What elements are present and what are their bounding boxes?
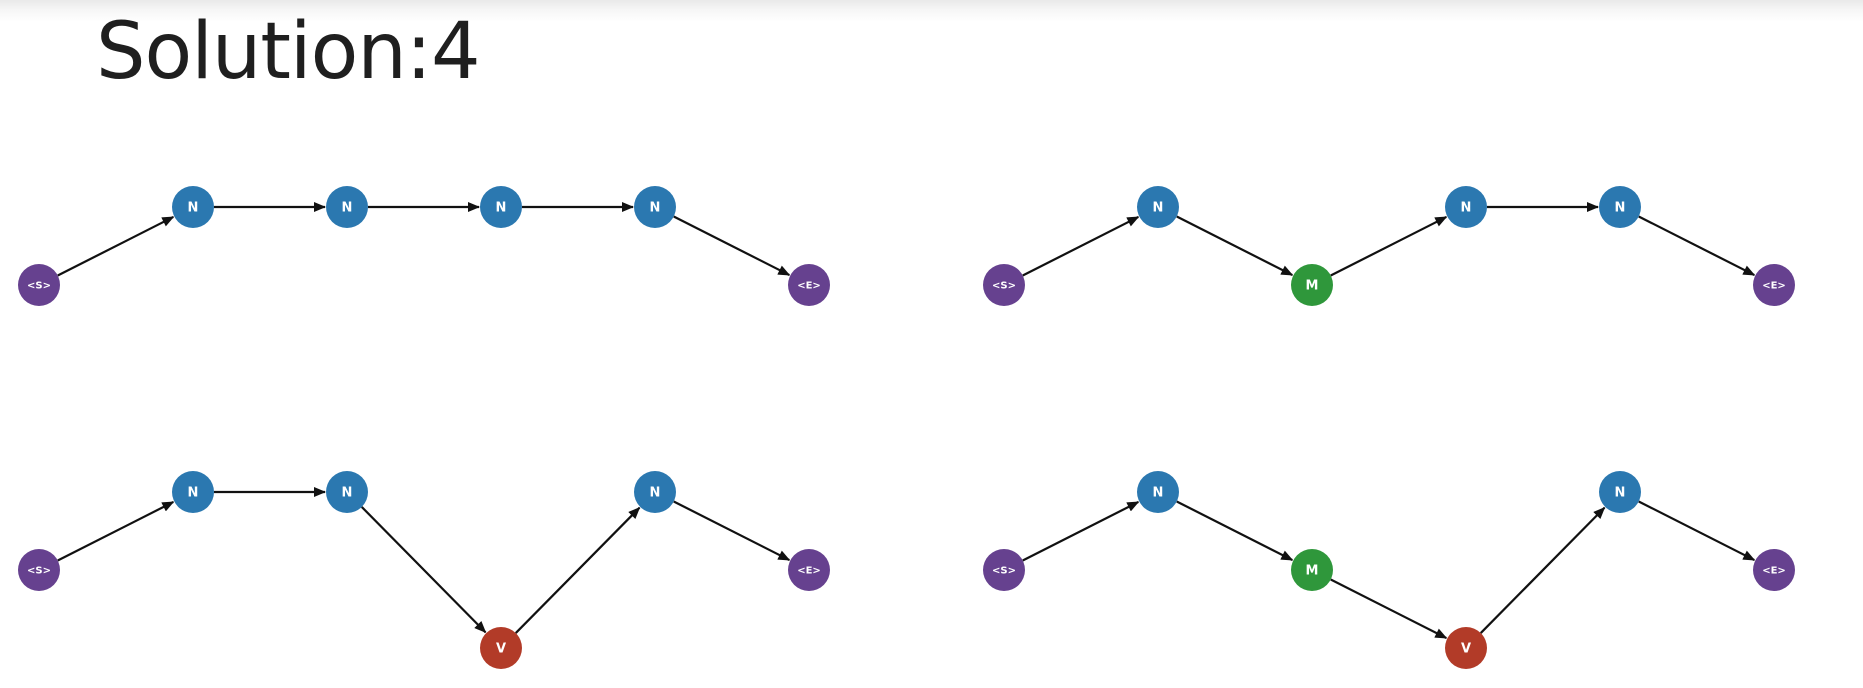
- node-label: <S>: [992, 566, 1016, 577]
- edge-arrow: [1022, 500, 1140, 562]
- node-circle: [18, 264, 60, 306]
- node-circle: [480, 186, 522, 228]
- node-label: N: [650, 201, 661, 216]
- node-circle: [788, 264, 830, 306]
- node-end: <E>: [1753, 264, 1795, 306]
- node-label: N: [188, 201, 199, 216]
- node-circle: [1599, 186, 1641, 228]
- node-circle: [1291, 264, 1333, 306]
- node-end: <E>: [788, 549, 830, 591]
- node-label: N: [342, 486, 353, 501]
- node-end: <E>: [1753, 549, 1795, 591]
- node-n: N: [172, 186, 214, 228]
- node-circle: [983, 549, 1025, 591]
- node-circle: [983, 264, 1025, 306]
- slide-title: Solution:4: [96, 7, 481, 97]
- edge-arrow: [673, 500, 791, 562]
- node-label: <E>: [1762, 281, 1786, 292]
- edge-arrow: [1638, 215, 1756, 277]
- path-1: <S> N N N N <E>: [18, 186, 830, 306]
- node-v: V: [480, 627, 522, 669]
- node-circle: [1445, 627, 1487, 669]
- node-label: <E>: [797, 566, 821, 577]
- node-label: V: [496, 642, 506, 657]
- node-circle: [1137, 471, 1179, 513]
- node-start: <S>: [983, 549, 1025, 591]
- node-label: <S>: [27, 566, 51, 577]
- node-label: <E>: [1762, 566, 1786, 577]
- node-start: <S>: [18, 264, 60, 306]
- node-m: M: [1291, 264, 1333, 306]
- node-label: N: [188, 486, 199, 501]
- node-circle: [634, 471, 676, 513]
- node-circle: [1445, 186, 1487, 228]
- node-label: N: [1461, 201, 1472, 216]
- node-circle: [326, 471, 368, 513]
- path-4: <S> N M V N <E>: [983, 471, 1795, 669]
- node-label: N: [1153, 486, 1164, 501]
- node-start: <S>: [983, 264, 1025, 306]
- node-circle: [480, 627, 522, 669]
- node-label: N: [1615, 486, 1626, 501]
- node-circle: [1137, 186, 1179, 228]
- edge-arrow: [1330, 215, 1448, 277]
- node-circle: [1753, 264, 1795, 306]
- node-end: <E>: [788, 264, 830, 306]
- node-label: <S>: [992, 281, 1016, 292]
- node-label: N: [1153, 201, 1164, 216]
- node-label: M: [1306, 564, 1319, 579]
- node-label: N: [1615, 201, 1626, 216]
- edge-arrow: [1176, 500, 1294, 562]
- node-label: <E>: [797, 281, 821, 292]
- node-circle: [788, 549, 830, 591]
- node-label: N: [496, 201, 507, 216]
- node-start: <S>: [18, 549, 60, 591]
- path-2: <S> N M N N <E>: [983, 186, 1795, 306]
- node-n: N: [634, 471, 676, 513]
- node-n: N: [480, 186, 522, 228]
- edge-arrow: [1638, 500, 1756, 562]
- node-circle: [172, 471, 214, 513]
- edge-arrow: [1176, 215, 1294, 277]
- edge-arrow: [57, 215, 175, 277]
- node-label: N: [342, 201, 353, 216]
- node-n: N: [172, 471, 214, 513]
- node-n: N: [1137, 471, 1179, 513]
- node-n: N: [326, 186, 368, 228]
- edge-arrow: [360, 506, 487, 634]
- node-circle: [18, 549, 60, 591]
- node-circle: [634, 186, 676, 228]
- node-n: N: [1599, 186, 1641, 228]
- node-m: M: [1291, 549, 1333, 591]
- node-n: N: [1599, 471, 1641, 513]
- node-label: <S>: [27, 281, 51, 292]
- node-n: N: [1445, 186, 1487, 228]
- node-label: V: [1461, 642, 1471, 657]
- node-circle: [1599, 471, 1641, 513]
- node-v: V: [1445, 627, 1487, 669]
- node-n: N: [326, 471, 368, 513]
- node-circle: [1291, 549, 1333, 591]
- path-3: <S> N N V N <E>: [18, 471, 830, 669]
- node-circle: [172, 186, 214, 228]
- edge-arrow: [1330, 578, 1448, 640]
- edge-arrow: [1022, 215, 1140, 277]
- node-n: N: [1137, 186, 1179, 228]
- node-circle: [326, 186, 368, 228]
- edge-arrow: [1479, 506, 1606, 634]
- top-shadow: [0, 0, 1863, 22]
- edge-arrow: [673, 215, 791, 277]
- edge-arrow: [514, 506, 641, 634]
- node-circle: [1753, 549, 1795, 591]
- node-n: N: [634, 186, 676, 228]
- edge-arrow: [57, 500, 175, 562]
- node-label: N: [650, 486, 661, 501]
- node-label: M: [1306, 279, 1319, 294]
